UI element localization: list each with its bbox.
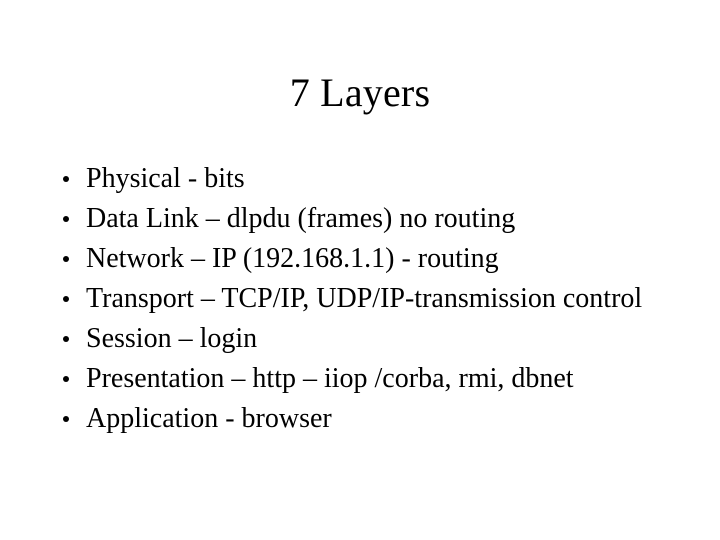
list-item-label: Application - browser: [86, 403, 332, 434]
round-bullet-icon: [63, 376, 69, 382]
list-item: Session – login: [0, 319, 720, 359]
list-item: Network – IP (192.168.1.1) - routing: [0, 239, 720, 279]
list-item-label: Transport – TCP/IP, UDP/IP-transmission …: [86, 283, 643, 314]
page-title: 7 Layers: [289, 70, 431, 115]
round-bullet-icon: [63, 176, 69, 182]
list-item-label: Network – IP (192.168.1.1) - routing: [86, 243, 499, 274]
round-bullet-icon: [63, 296, 69, 302]
round-bullet-icon: [63, 216, 69, 222]
list-item: Presentation – http – iiop /corba, rmi, …: [0, 359, 720, 399]
list-item: Application - browser: [0, 399, 720, 439]
list-item-label: Presentation – http – iiop /corba, rmi, …: [86, 363, 574, 394]
layer-bullet-list: Physical - bits Data Link – dlpdu (frame…: [0, 159, 720, 439]
list-item: Data Link – dlpdu (frames) no routing: [0, 199, 720, 239]
list-item: Transport – TCP/IP, UDP/IP-transmission …: [0, 279, 720, 319]
list-item: Physical - bits: [0, 159, 720, 199]
list-item-label: Physical - bits: [86, 163, 245, 194]
round-bullet-icon: [63, 416, 69, 422]
round-bullet-icon: [63, 336, 69, 342]
list-item-label: Session – login: [86, 323, 258, 354]
list-item-label: Data Link – dlpdu (frames) no routing: [86, 203, 516, 234]
round-bullet-icon: [63, 256, 69, 262]
